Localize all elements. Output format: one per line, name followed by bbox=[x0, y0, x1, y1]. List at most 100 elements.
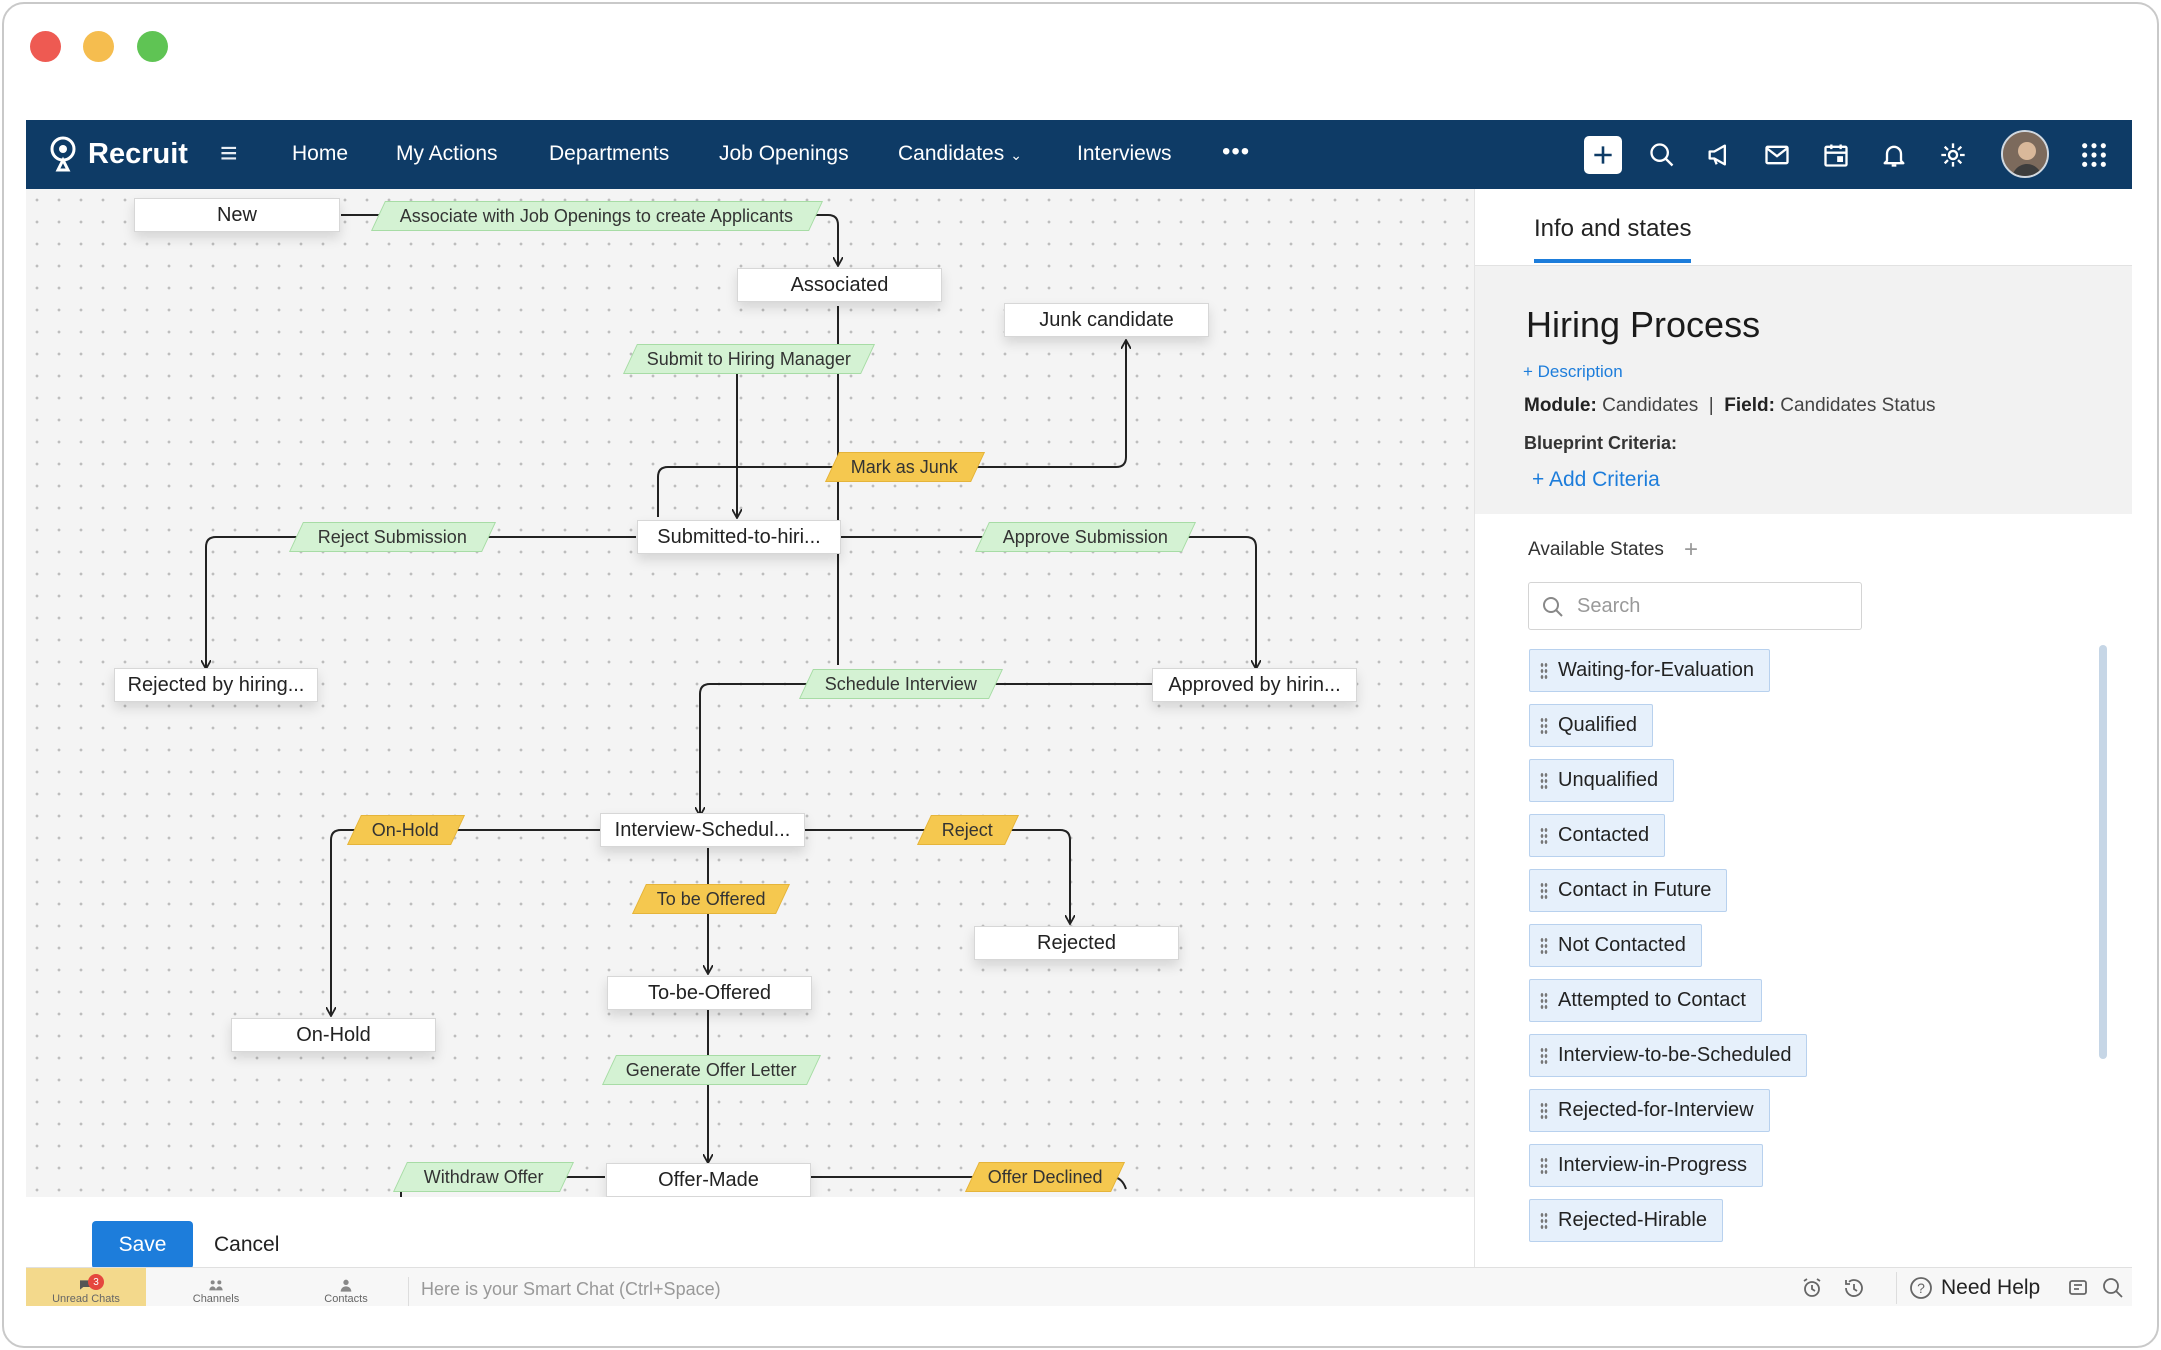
apps-grid-icon[interactable] bbox=[2076, 137, 2112, 173]
transition-offer-letter-label: Generate Offer Letter bbox=[626, 1059, 797, 1080]
states-search-input[interactable]: Search bbox=[1528, 582, 1862, 630]
process-info: Hiring Process + Description Module: Can… bbox=[1475, 266, 2132, 514]
state-chip[interactable]: Rejected-for-Interview bbox=[1529, 1089, 1770, 1132]
transition-schedule-label: Schedule Interview bbox=[824, 673, 978, 694]
state-interview-scheduled[interactable]: Interview-Schedul... bbox=[600, 813, 805, 847]
nav-home[interactable]: Home bbox=[292, 142, 349, 165]
state-junk-candidate[interactable]: Junk candidate bbox=[1004, 303, 1209, 337]
drag-handle-icon[interactable] bbox=[1540, 717, 1548, 735]
transition-generate-offer-letter[interactable]: Generate Offer Letter bbox=[602, 1055, 821, 1085]
bell-icon[interactable] bbox=[1876, 137, 1912, 173]
top-navigation: Recruit ≡ Home My Actions Departments Jo… bbox=[26, 120, 2132, 189]
drag-handle-icon[interactable] bbox=[1540, 992, 1548, 1010]
drag-handle-icon[interactable] bbox=[1540, 882, 1548, 900]
state-chip[interactable]: Unqualified bbox=[1529, 759, 1675, 802]
transition-associate-label: Associate with Job Openings to create Ap… bbox=[400, 205, 794, 226]
module-label: Module: bbox=[1524, 395, 1597, 416]
smart-chat-input[interactable]: Here is your Smart Chat (Ctrl+Space) bbox=[408, 1277, 721, 1306]
need-help-label: Need Help bbox=[1941, 1276, 2041, 1299]
transition-approve-submission[interactable]: Approve Submission bbox=[975, 522, 1196, 552]
transition-withdraw-offer[interactable]: Withdraw Offer bbox=[393, 1162, 574, 1192]
nav-departments[interactable]: Departments bbox=[549, 142, 670, 165]
gear-icon[interactable] bbox=[1935, 137, 1971, 173]
nav-interviews[interactable]: Interviews bbox=[1077, 142, 1172, 165]
state-associated[interactable]: Associated bbox=[737, 268, 942, 302]
unread-chats-button[interactable]: 3 Unread Chats bbox=[26, 1268, 146, 1306]
transition-to-be-offered[interactable]: To be Offered bbox=[632, 884, 790, 914]
state-chip[interactable]: Rejected-Hirable bbox=[1529, 1199, 1723, 1242]
state-chip[interactable]: Interview-in-Progress bbox=[1529, 1144, 1763, 1187]
mail-icon[interactable] bbox=[1759, 137, 1795, 173]
maximize-window-button[interactable] bbox=[137, 31, 168, 62]
alarm-icon[interactable] bbox=[1795, 1274, 1829, 1302]
close-window-button[interactable] bbox=[30, 31, 61, 62]
state-chip[interactable]: Qualified bbox=[1529, 704, 1653, 747]
need-help-button[interactable]: ? Need Help bbox=[1896, 1272, 2040, 1304]
transition-schedule-interview[interactable]: Schedule Interview bbox=[799, 669, 1003, 699]
save-button[interactable]: Save bbox=[92, 1221, 193, 1269]
drag-handle-icon[interactable] bbox=[1540, 1102, 1548, 1120]
state-rejected-by-hiring[interactable]: Rejected by hiring... bbox=[114, 668, 318, 702]
states-scrollbar[interactable] bbox=[2099, 645, 2107, 1059]
state-to-be-offered[interactable]: To-be-Offered bbox=[607, 976, 812, 1010]
channels-button[interactable]: Channels bbox=[156, 1268, 276, 1306]
drag-handle-icon[interactable] bbox=[1540, 1047, 1548, 1065]
cancel-button[interactable]: Cancel bbox=[214, 1233, 280, 1256]
create-new-button[interactable] bbox=[1584, 136, 1622, 174]
state-chip-label: Contacted bbox=[1558, 824, 1650, 846]
drag-handle-icon[interactable] bbox=[1540, 1157, 1548, 1175]
drag-handle-icon[interactable] bbox=[1540, 662, 1548, 680]
state-on-hold[interactable]: On-Hold bbox=[231, 1018, 436, 1052]
app-name: Recruit bbox=[88, 137, 188, 170]
more-icon[interactable]: ••• bbox=[1222, 138, 1251, 165]
nav-candidates[interactable]: Candidates⌄ bbox=[898, 142, 1022, 166]
transition-tobeoffered-label: To be Offered bbox=[656, 888, 766, 909]
contacts-button[interactable]: Contacts bbox=[286, 1268, 406, 1306]
megaphone-icon[interactable] bbox=[1701, 137, 1737, 173]
menu-icon[interactable]: ≡ bbox=[220, 137, 238, 170]
transition-reject[interactable]: Reject bbox=[917, 815, 1019, 845]
add-criteria-link[interactable]: + Add Criteria bbox=[1532, 468, 1660, 491]
transition-on-hold[interactable]: On-Hold bbox=[347, 815, 465, 845]
channels-label: Channels bbox=[192, 1293, 240, 1305]
add-state-button[interactable]: + bbox=[1684, 536, 1699, 563]
state-chip[interactable]: Contacted bbox=[1529, 814, 1666, 857]
state-chip[interactable]: Waiting-for-Evaluation bbox=[1529, 649, 1771, 692]
transition-reject-submission[interactable]: Reject Submission bbox=[289, 522, 496, 552]
plus-icon bbox=[1594, 146, 1612, 164]
state-new[interactable]: New bbox=[134, 198, 340, 232]
calendar-icon[interactable] bbox=[1818, 137, 1854, 173]
transition-associate[interactable]: Associate with Job Openings to create Ap… bbox=[371, 201, 823, 231]
field-value: Candidates Status bbox=[1780, 395, 1936, 416]
search-icon[interactable] bbox=[2096, 1274, 2130, 1302]
user-avatar[interactable] bbox=[2001, 130, 2049, 178]
nav-my-actions[interactable]: My Actions bbox=[396, 142, 498, 165]
drag-handle-icon[interactable] bbox=[1540, 772, 1548, 790]
state-chip[interactable]: Attempted to Contact bbox=[1529, 979, 1762, 1022]
state-chip-label: Qualified bbox=[1558, 714, 1637, 736]
state-chip[interactable]: Interview-to-be-Scheduled bbox=[1529, 1034, 1808, 1077]
tab-info-and-states[interactable]: Info and states bbox=[1534, 215, 1692, 263]
field-label: Field: bbox=[1724, 395, 1775, 416]
chat-window-icon[interactable] bbox=[2061, 1274, 2095, 1302]
drag-handle-icon[interactable] bbox=[1540, 827, 1548, 845]
history-icon[interactable] bbox=[1837, 1274, 1871, 1302]
search-icon[interactable] bbox=[1644, 137, 1680, 173]
state-chip[interactable]: Not Contacted bbox=[1529, 924, 1702, 967]
state-approved-by-hiring[interactable]: Approved by hirin... bbox=[1152, 668, 1357, 702]
transition-submit-to-hiring-manager[interactable]: Submit to Hiring Manager bbox=[623, 344, 875, 374]
nav-job-openings[interactable]: Job Openings bbox=[719, 142, 849, 165]
state-rejected[interactable]: Rejected bbox=[974, 926, 1179, 960]
state-chip[interactable]: Contact in Future bbox=[1529, 869, 1728, 912]
minimize-window-button[interactable] bbox=[83, 31, 114, 62]
drag-handle-icon[interactable] bbox=[1540, 937, 1548, 955]
app-logo[interactable]: Recruit bbox=[46, 132, 188, 176]
state-offer-made[interactable]: Offer-Made bbox=[606, 1163, 811, 1197]
state-submitted[interactable]: Submitted-to-hiri... bbox=[637, 520, 841, 554]
blueprint-canvas[interactable]: New Associated Junk candidate Submitted-… bbox=[26, 189, 1474, 1197]
state-chip-label: Interview-in-Progress bbox=[1558, 1154, 1747, 1176]
transition-mark-as-junk[interactable]: Mark as Junk bbox=[825, 452, 985, 482]
drag-handle-icon[interactable] bbox=[1540, 1212, 1548, 1230]
add-description-link[interactable]: + Description bbox=[1523, 362, 1623, 381]
transition-offer-declined[interactable]: Offer Declined bbox=[965, 1162, 1125, 1192]
